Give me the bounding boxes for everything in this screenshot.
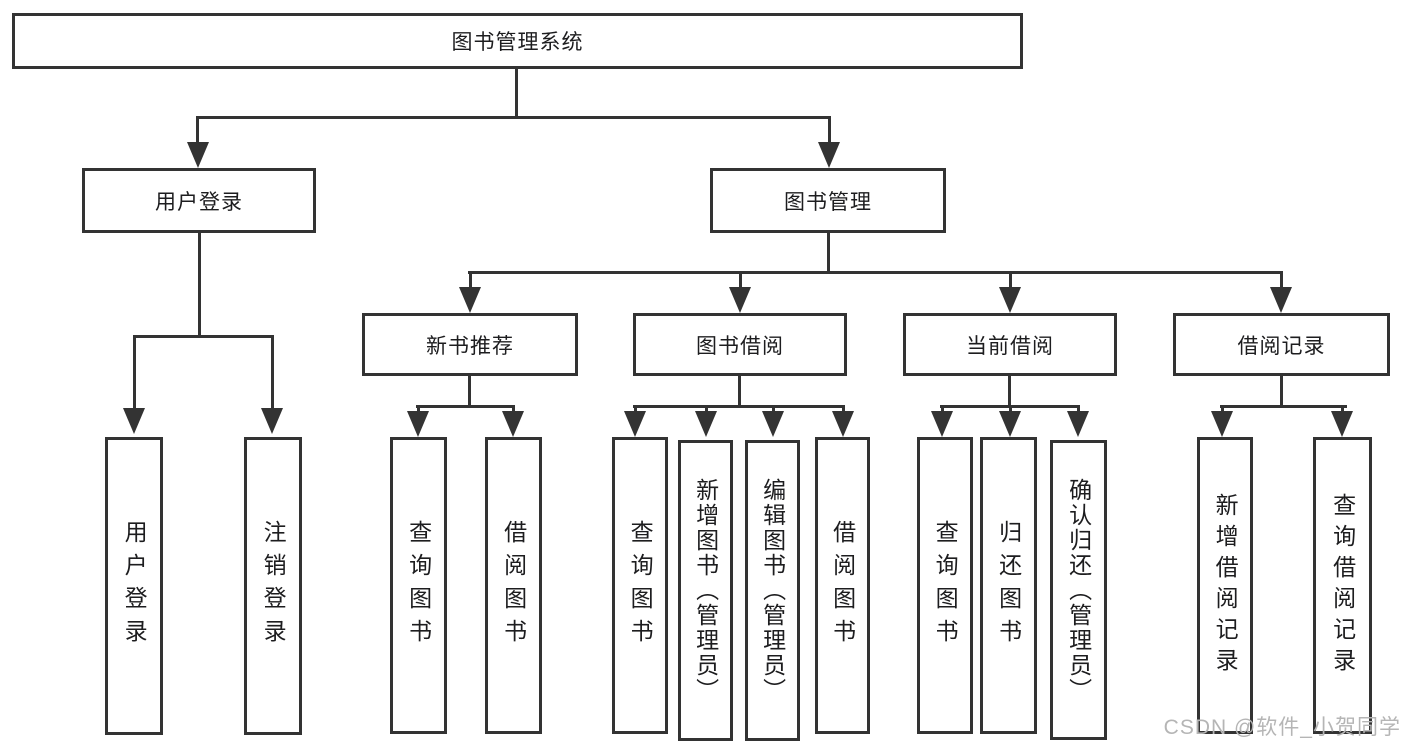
- connector-mgmt-hline: [468, 271, 1283, 274]
- leaf-borrow-books-recommend: 借阅图书: [485, 437, 542, 734]
- node-current-borrowing: 当前借阅: [903, 313, 1117, 376]
- connector-borrow-hline: [633, 405, 845, 408]
- connector-root-right-shaft: [828, 119, 831, 144]
- leaf-logout: 注销登录: [244, 437, 302, 735]
- node-label: 新增图书（管理员）: [692, 478, 719, 703]
- node-label: 用户登录: [155, 190, 243, 214]
- node-label: 查询图书: [405, 519, 432, 652]
- arrowhead-current-leaf-3: [1067, 411, 1089, 437]
- connector-borrow-vline: [738, 375, 741, 408]
- leaf-return-books: 归还图书: [980, 437, 1037, 734]
- node-book-borrowing: 图书借阅: [633, 313, 847, 376]
- node-label: 归还图书: [995, 519, 1022, 652]
- node-book-management: 图书管理: [710, 168, 946, 233]
- connector-login-vline: [198, 232, 201, 338]
- csdn-watermark: CSDN @软件_小贺同学: [1163, 716, 1401, 739]
- leaf-borrow-books: 借阅图书: [815, 437, 870, 734]
- arrowhead-to-user-login: [187, 142, 209, 168]
- node-label: 图书管理: [784, 190, 872, 214]
- connector-borrow-shaft-1: [634, 405, 637, 413]
- leaf-confirm-return-admin: 确认归还（管理员）: [1050, 440, 1107, 740]
- connector-newbooks-shaft-2: [512, 405, 515, 413]
- arrowhead-records-leaf-2: [1331, 411, 1353, 437]
- node-label: 借阅图书: [829, 519, 856, 652]
- arrowhead-to-new-books: [459, 287, 481, 313]
- connector-mgmt-shaft-1: [469, 274, 472, 290]
- connector-root-vline: [515, 68, 518, 119]
- connector-current-shaft-1: [941, 405, 944, 413]
- leaf-user-login: 用户登录: [105, 437, 163, 735]
- connector-current-vline: [1008, 375, 1011, 408]
- arrowhead-to-borrowing: [729, 287, 751, 313]
- connector-newbooks-shaft-1: [417, 405, 420, 413]
- arrowhead-borrow-leaf-4: [832, 411, 854, 437]
- connector-borrow-shaft-3: [772, 405, 775, 413]
- node-new-book-recommend: 新书推荐: [362, 313, 578, 376]
- connector-mgmt-shaft-2: [739, 274, 742, 290]
- connector-current-shaft-2: [1009, 405, 1012, 413]
- node-label: 借阅图书: [500, 519, 527, 652]
- leaf-add-borrow-record: 新增借阅记录: [1197, 437, 1253, 734]
- leaf-query-books-current: 查询图书: [917, 437, 973, 734]
- connector-root-left-shaft: [196, 119, 199, 144]
- connector-login-hline: [133, 335, 274, 338]
- node-label: 编辑图书（管理员）: [759, 478, 786, 703]
- node-label: 注销登录: [260, 520, 287, 652]
- arrowhead-to-records: [1270, 287, 1292, 313]
- arrowhead-borrow-leaf-1: [624, 411, 646, 437]
- connector-records-vline: [1280, 375, 1283, 408]
- arrowhead-current-leaf-2: [999, 411, 1021, 437]
- connector-newbooks-vline: [468, 375, 471, 408]
- arrowhead-to-book-mgmt: [818, 142, 840, 168]
- connector-newbooks-hline: [416, 405, 515, 408]
- node-label: 确认归还（管理员）: [1065, 477, 1092, 703]
- node-label: 借阅记录: [1237, 334, 1326, 358]
- leaf-add-books-admin: 新增图书（管理员）: [678, 440, 733, 741]
- arrowhead-to-login-leaf: [123, 408, 145, 434]
- node-label: 查询借阅记录: [1329, 492, 1356, 679]
- node-user-login: 用户登录: [82, 168, 316, 233]
- arrowhead-borrow-leaf-2: [695, 411, 717, 437]
- leaf-query-books-recommend: 查询图书: [390, 437, 447, 734]
- connector-mgmt-shaft-3: [1009, 274, 1012, 290]
- node-label: 新书推荐: [426, 334, 514, 358]
- leaf-query-borrow-record: 查询借阅记录: [1313, 437, 1372, 734]
- connector-mgmt-shaft-4: [1280, 274, 1283, 290]
- node-label: 查询图书: [627, 519, 654, 652]
- node-root-system: 图书管理系统: [12, 13, 1023, 69]
- node-label: 用户登录: [121, 520, 148, 652]
- arrowhead-records-leaf-1: [1211, 411, 1233, 437]
- connector-records-hline: [1220, 405, 1347, 408]
- arrowhead-newbooks-leaf-2: [502, 411, 524, 437]
- arrowhead-borrow-leaf-3: [762, 411, 784, 437]
- node-borrow-records: 借阅记录: [1173, 313, 1390, 376]
- connector-records-shaft-2: [1341, 405, 1344, 413]
- connector-current-shaft-3: [1077, 405, 1080, 413]
- connector-records-shaft-1: [1221, 405, 1224, 413]
- node-label: 图书借阅: [696, 334, 784, 358]
- connector-borrow-shaft-2: [705, 405, 708, 413]
- connector-login-shaft-2: [271, 338, 274, 410]
- node-label: 新增借阅记录: [1212, 492, 1239, 679]
- connector-mgmt-vline: [827, 232, 830, 274]
- arrowhead-to-current: [999, 287, 1021, 313]
- node-label: 当前借阅: [966, 334, 1054, 358]
- leaf-edit-books-admin: 编辑图书（管理员）: [745, 440, 800, 741]
- arrowhead-to-logout-leaf: [261, 408, 283, 434]
- connector-root-hline: [196, 116, 831, 119]
- connector-login-shaft-1: [133, 338, 136, 410]
- node-label: 查询图书: [932, 519, 959, 652]
- arrowhead-current-leaf-1: [931, 411, 953, 437]
- leaf-query-books-borrow: 查询图书: [612, 437, 668, 734]
- node-label: 图书管理系统: [451, 31, 584, 54]
- connector-borrow-shaft-4: [842, 405, 845, 413]
- arrowhead-newbooks-leaf-1: [407, 411, 429, 437]
